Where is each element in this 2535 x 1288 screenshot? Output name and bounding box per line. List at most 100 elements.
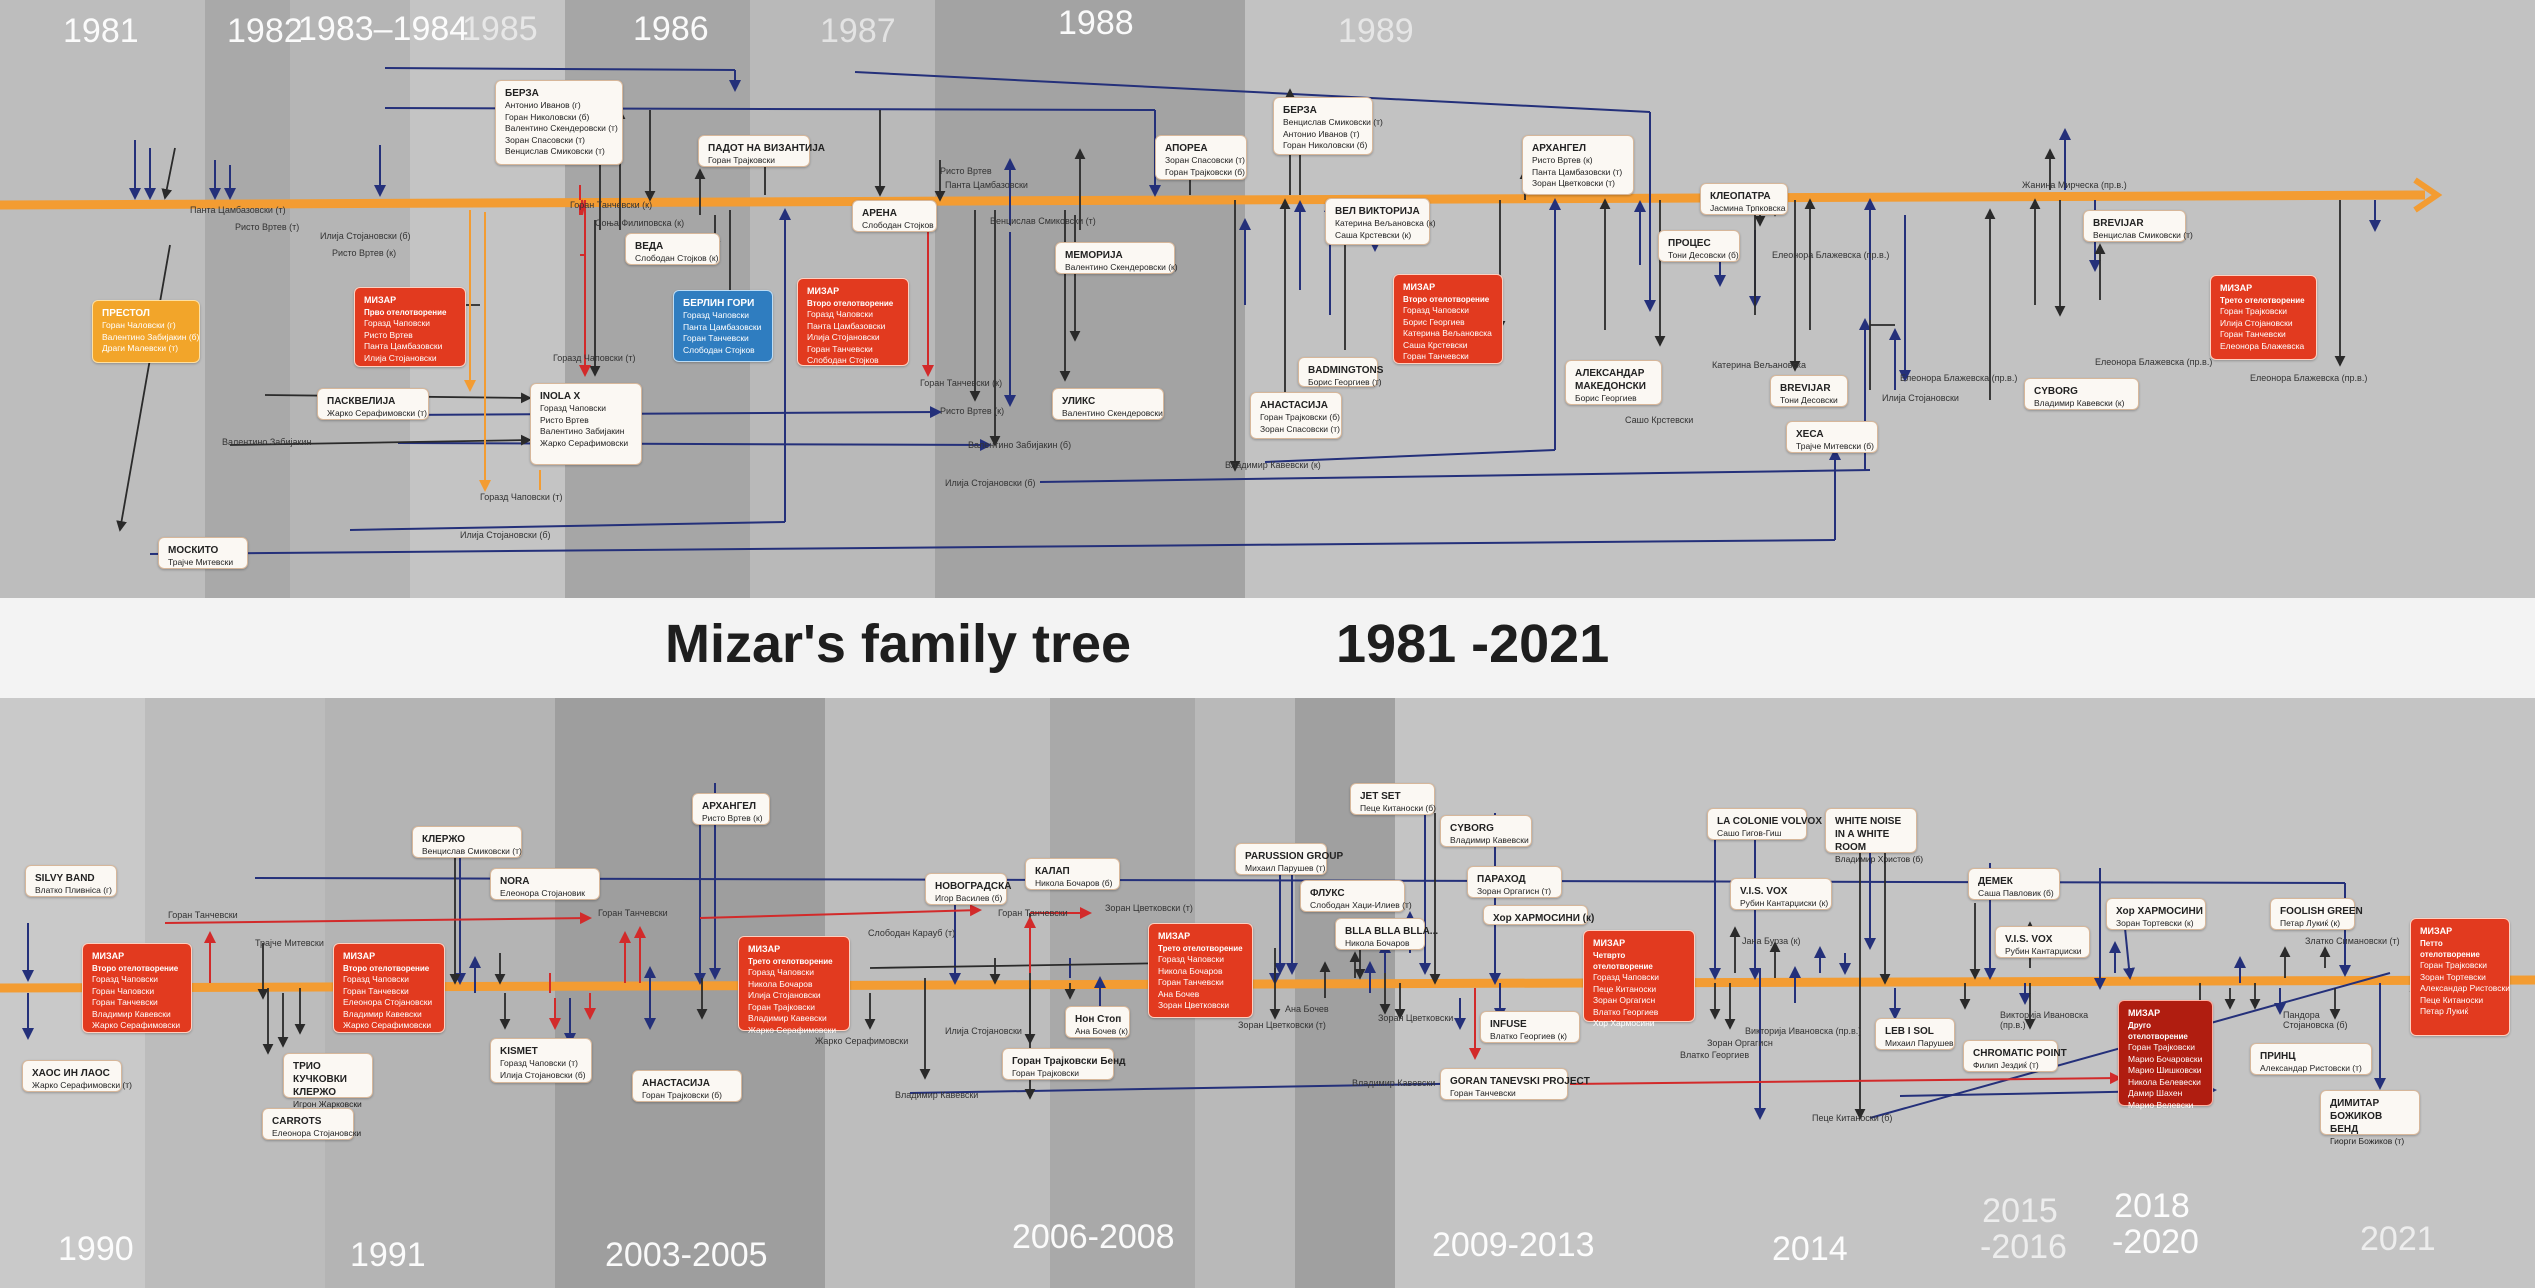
- year-label: 2003-2005: [605, 1236, 768, 1274]
- band-box-klerzho[interactable]: КЛЕРЖО Венцислав Смиковски (т): [412, 826, 522, 858]
- band-box-anastasija-2[interactable]: АНАСТАСИЈА Горан Трајковски (б): [632, 1070, 742, 1102]
- band-member: Горазд Чаповски: [540, 403, 607, 413]
- band-box-mizar-b4[interactable]: МИЗАР Трето отелотворение Горазд Чаповск…: [1148, 923, 1253, 1018]
- band-box-hor-harmosini-2[interactable]: Хор ХАРМОСИНИ Зоран Тортевски (к): [2106, 898, 2206, 930]
- band-member: Игор Василев (б): [935, 893, 1003, 903]
- band-member: Валентино Скендеровски (к): [1065, 262, 1178, 272]
- band-box-mizar-3[interactable]: МИЗАР Второ отелотворение Горазд Чаповск…: [1393, 274, 1503, 364]
- band-box-paskvelija[interactable]: ПАСКВЕЛИЈА Жарко Серафимовски (т): [317, 388, 429, 420]
- era-band-2009: [825, 698, 1050, 1288]
- band-box-aporea[interactable]: АПОРЕА Зоран Спасовски (т) Горан Трајков…: [1155, 135, 1247, 180]
- band-box-goran-trajkovski-bend[interactable]: Горан Трајковски Бенд Горан Трајковски: [1002, 1048, 1125, 1080]
- band-member: Сашо Гигов-Гиш: [1717, 828, 1782, 838]
- band-box-badmingtons[interactable]: BADMINGTONS Борис Георгиев (т): [1298, 357, 1383, 387]
- member-label: Златко Симановски (т): [2305, 936, 2400, 946]
- band-box-hor-harmosini-1[interactable]: Хор ХАРМОСИНИ (к): [1483, 905, 1595, 925]
- band-box-cyborg-1[interactable]: CYBORG Владимир Кавевски (к): [2024, 378, 2139, 410]
- band-box-proces[interactable]: ПРОЦЕС Тони Десовски (б): [1658, 230, 1740, 262]
- band-box-aleksandar-makedonski[interactable]: АЛЕКСАНДАР МАКЕДОНСКИ Борис Георгиев: [1565, 360, 1662, 405]
- band-member: Александар Ристовски (т): [2260, 1063, 2362, 1073]
- band-box-blla-blla[interactable]: BLLA BLLA BLLA... Никола Бочаров: [1335, 918, 1439, 950]
- top-connection-lines: [0, 67, 2443, 555]
- band-box-arhangel-2[interactable]: АРХАНГЕЛ Ристо Вртев (к): [692, 793, 770, 825]
- band-member: Жарко Серафимовски: [92, 1020, 181, 1030]
- band-box-mizar-b2[interactable]: МИЗАР Второ отелотворение Горазд Чаповск…: [333, 943, 445, 1033]
- band-box-cyborg-2[interactable]: CYBORG Владимир Кавевски: [1440, 815, 1532, 847]
- band-box-mizar-4[interactable]: МИЗАР Трето отелотворение Горан Трајковс…: [2210, 275, 2317, 360]
- band-box-mizar-2[interactable]: МИЗАР Второ отелотворение Горазд Чаповск…: [797, 278, 909, 366]
- band-member: Гиорги Божиков (т): [2330, 1136, 2405, 1146]
- band-box-vis-vox-2[interactable]: V.I.S. VOX Рубин Кантарџиски: [1995, 926, 2090, 958]
- band-box-berza-2[interactable]: БЕРЗА Венцислав Смиковски (т) Антонио Ив…: [1273, 97, 1383, 155]
- band-box-non-stop[interactable]: Нон Стоп Ана Бочев (к): [1065, 1006, 1130, 1038]
- band-title: МИЗАР: [748, 944, 781, 954]
- band-box-kleopatra[interactable]: КЛЕОПАТРА Јасмина Трпковска: [1700, 183, 1788, 215]
- band-box-parahod[interactable]: ПАРАХОД Зоран Оргагисн (т): [1467, 866, 1562, 898]
- member-label: Ристо Вртев (к): [940, 406, 1005, 416]
- band-box-moskito[interactable]: МОСКИТО Трајче Митевски: [158, 537, 248, 569]
- band-box-la-colonie-volvox[interactable]: LA COLONIE VOLVOX Сашо Гигов-Гиш: [1707, 808, 1822, 840]
- band-box-novogradska[interactable]: НОВОГРАДСКА Игор Василев (б): [925, 873, 1011, 905]
- band-box-leb-i-sol[interactable]: LEB I SOL Михаил Парушев: [1875, 1018, 1955, 1050]
- band-box-mizar-1[interactable]: МИЗАР Прво отелотворение Горазд Чаповски…: [354, 287, 466, 367]
- band-box-mizar-b6[interactable]: МИЗАР Друго отелотворение Горан Трајковс…: [2118, 1000, 2213, 1110]
- band-member: Горан Танчевски: [92, 997, 158, 1007]
- band-box-hesa[interactable]: ХЕСА Трајче Митевски (б): [1786, 421, 1878, 453]
- band-box-memorija[interactable]: МЕМОРИЈА Валентино Скендеровски (к): [1055, 242, 1178, 274]
- band-title: BLLA BLLA BLLA...: [1345, 926, 1439, 937]
- band-box-mizar-b3[interactable]: МИЗАР Трето отелотворение Горазд Чаповск…: [738, 936, 850, 1035]
- band-box-brevijar-2[interactable]: BREVIJAR Венцислав Смиковски (т): [2083, 210, 2193, 242]
- band-box-arena[interactable]: АРЕНА Слободан Стојков: [852, 200, 937, 232]
- band-box-carrots[interactable]: CARROTS Елеонора Стојановски: [262, 1108, 362, 1140]
- band-member: Владимир Кавевски: [343, 1008, 422, 1019]
- band-member: Илија Стојановски: [2220, 317, 2293, 328]
- band-box-haos-in-laos[interactable]: ХАОС ИН ЛАОС Жарко Серафимовски (т): [22, 1060, 132, 1092]
- band-subtitle: Второ отелотворение: [1403, 295, 1490, 304]
- band-title: МИЗАР: [2128, 1008, 2161, 1018]
- band-box-dimitar-bozhikov-bend[interactable]: ДИМИТАР БОЖИКОВ БЕНД Гиорги Божиков (т): [2320, 1090, 2420, 1146]
- band-member: Владимир Кавевски: [92, 1008, 171, 1019]
- band-box-uliks[interactable]: УЛИКС Валентино Скендеровски: [1052, 388, 1164, 420]
- band-box-parussion-group[interactable]: PARUSSION GROUP Михаил Парушев (т): [1235, 843, 1343, 875]
- band-box-princ[interactable]: ПРИНЦ Александар Ристовски (т): [2250, 1043, 2372, 1075]
- band-box-mizar-b7[interactable]: МИЗАР Петто отелотворение Горан Трајковс…: [2410, 918, 2510, 1036]
- band-box-nora[interactable]: NORA Елеонора Стојановик: [490, 868, 600, 900]
- band-member: Елеонора Стојановски: [343, 997, 433, 1007]
- band-box-veda[interactable]: ВЕДА Слободан Стојков (к): [625, 233, 720, 265]
- band-title: АЛЕКСАНДАР МАКЕДОНСКИ: [1575, 368, 1646, 392]
- member-label: Владимир Кавевски: [895, 1090, 979, 1100]
- band-title: ДЕМЕК: [1978, 876, 2013, 887]
- band-title: Хор ХАРМОСИНИ (к): [1493, 913, 1595, 924]
- band-box-inola-x[interactable]: INOLA X Горазд Чаповски Ристо Вртев Вале…: [530, 383, 642, 465]
- band-box-foolish-green[interactable]: FOOLISH GREEN Петар Лукиќ (к): [2270, 898, 2363, 930]
- band-box-anastasija[interactable]: АНАСТАСИЈА Горан Трајковски (б) Зоран Сп…: [1250, 392, 1342, 439]
- band-member: Елеонора Стојановски: [272, 1128, 362, 1138]
- band-box-berlin-gori[interactable]: БЕРЛИН ГОРИ Горазд Чаповски Панта Цамбаз…: [673, 290, 773, 362]
- band-box-vis-vox-1[interactable]: V.I.S. VOX Рубин Кантарџиски (к): [1730, 878, 1832, 910]
- band-box-trio-kuckovki[interactable]: ТРИО КУЧКОВКИ КЛЕРЖО Игрон Жарковски: [283, 1053, 373, 1109]
- band-box-mizar-b5[interactable]: МИЗАР Четврто отелотворение Горазд Чапов…: [1583, 930, 1695, 1028]
- band-box-infuse[interactable]: INFUSE Влатко Георгиев (к): [1480, 1011, 1580, 1043]
- top-timeline-panel: 1981 1982 1983–1984 1985 1986 1987 1988 …: [0, 0, 2535, 598]
- band-title: КЛЕРЖО: [422, 834, 466, 845]
- band-box-padot-na-vizantija[interactable]: ПАДОТ НА ВИЗАНТИЈА Горан Трајковски: [698, 135, 825, 167]
- band-box-arhangel-1[interactable]: АРХАНГЕЛ Ристо Вртев (к) Панта Цамбазовс…: [1522, 135, 1634, 195]
- band-box-white-noise[interactable]: WHITE NOISE IN A WHITE ROOM Владимир Хри…: [1825, 808, 1923, 864]
- band-box-kismet[interactable]: KISMET Горазд Чаповски (т) Илија Стојано…: [490, 1038, 592, 1083]
- band-box-kalap[interactable]: КАЛАП Никола Бочаров (б): [1025, 858, 1120, 890]
- band-box-silvy-band[interactable]: SILVY BAND Влатко Пливнica (г): [25, 865, 117, 897]
- band-box-prestol[interactable]: ПРЕСТОЛ Горан Чаловски (г) Валентино Заб…: [92, 300, 200, 363]
- band-box-mizar-b1[interactable]: МИЗАР Второ отелотворение Горазд Чаповск…: [82, 943, 192, 1033]
- band-box-brevijar-1[interactable]: BREVIJAR Тони Десовски: [1770, 375, 1848, 407]
- band-member: Трајче Митевски (б): [1796, 441, 1874, 451]
- band-box-goran-tanevski-project[interactable]: GORAN TANEVSKI PROJECT Горан Танчевски: [1440, 1068, 1590, 1100]
- member-label: Владимир Кавевски (к): [1225, 460, 1321, 470]
- band-member: Владимир Кавевски (к): [2034, 398, 2125, 408]
- band-box-berza-1[interactable]: БЕРЗА Антонио Иванов (г) Горан Николовск…: [495, 80, 623, 165]
- band-title: WHITE NOISE IN A WHITE ROOM: [1835, 816, 1902, 853]
- band-box-demek[interactable]: ДЕМЕК Саша Павловик (б): [1968, 868, 2060, 900]
- band-box-vel-viktorija[interactable]: ВЕЛ ВИКТОРИЈА Катерина Вељановска (к) Са…: [1325, 198, 1436, 245]
- band-box-jet-set[interactable]: JET SET Пеце Китаноски (б): [1350, 783, 1436, 815]
- band-box-chromatic-point[interactable]: CHROMATIC POINT Филип Јездиќ (т): [1963, 1040, 2067, 1072]
- band-box-fluks[interactable]: ФЛУКС Слободан Хаџи-Илиев (т): [1300, 880, 1412, 912]
